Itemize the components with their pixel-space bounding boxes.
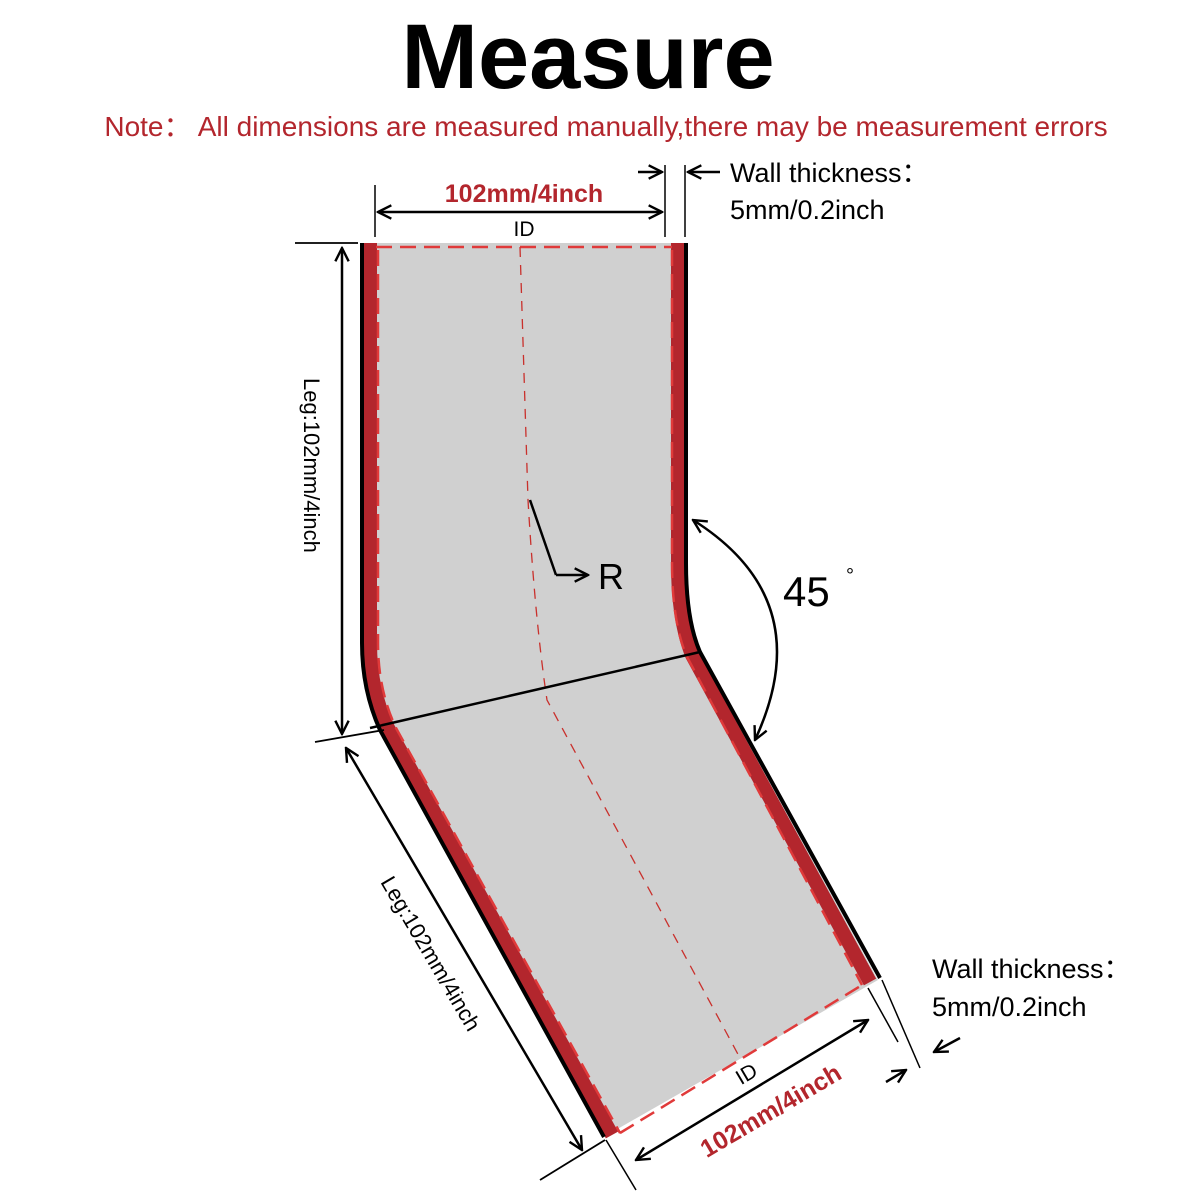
top-id-dimension: 102mm/4inch — [445, 180, 603, 208]
bend-line — [369, 650, 701, 730]
lower-leg-label: Leg:102mm/4inch — [376, 872, 486, 1035]
angle-arc-arrow-icon — [693, 520, 779, 740]
hose-body — [362, 243, 878, 1135]
bottom-id-label: ID — [732, 1059, 762, 1089]
angle-value: 45 — [783, 568, 830, 615]
page-title: Measure — [401, 6, 774, 108]
measurement-note: Note： All dimensions are measured manual… — [104, 111, 1107, 142]
top-wall-thickness-label: Wall thickness： — [730, 158, 929, 188]
angle-degree-symbol: ° — [846, 565, 854, 587]
top-id-label: ID — [514, 218, 535, 241]
dimension-arrow-icon — [636, 1020, 868, 1160]
inner-wall-dashed — [376, 245, 864, 1135]
dimension-arrow-icon — [885, 1070, 906, 1082]
hose-outline-left — [360, 243, 606, 1138]
bottom-wall-thickness-label: Wall thickness： — [932, 954, 1131, 984]
dimension-arrow-icon — [934, 1036, 961, 1052]
upper-leg-label: Leg:102mm/4inch — [299, 378, 324, 553]
top-wall-thickness-value: 5mm/0.2inch — [730, 195, 885, 225]
bottom-wall-thickness-value: 5mm/0.2inch — [932, 992, 1087, 1022]
radius-label: R — [598, 556, 624, 597]
dimension-arrow-icon — [346, 748, 582, 1150]
radius-arrow-icon — [528, 499, 558, 576]
